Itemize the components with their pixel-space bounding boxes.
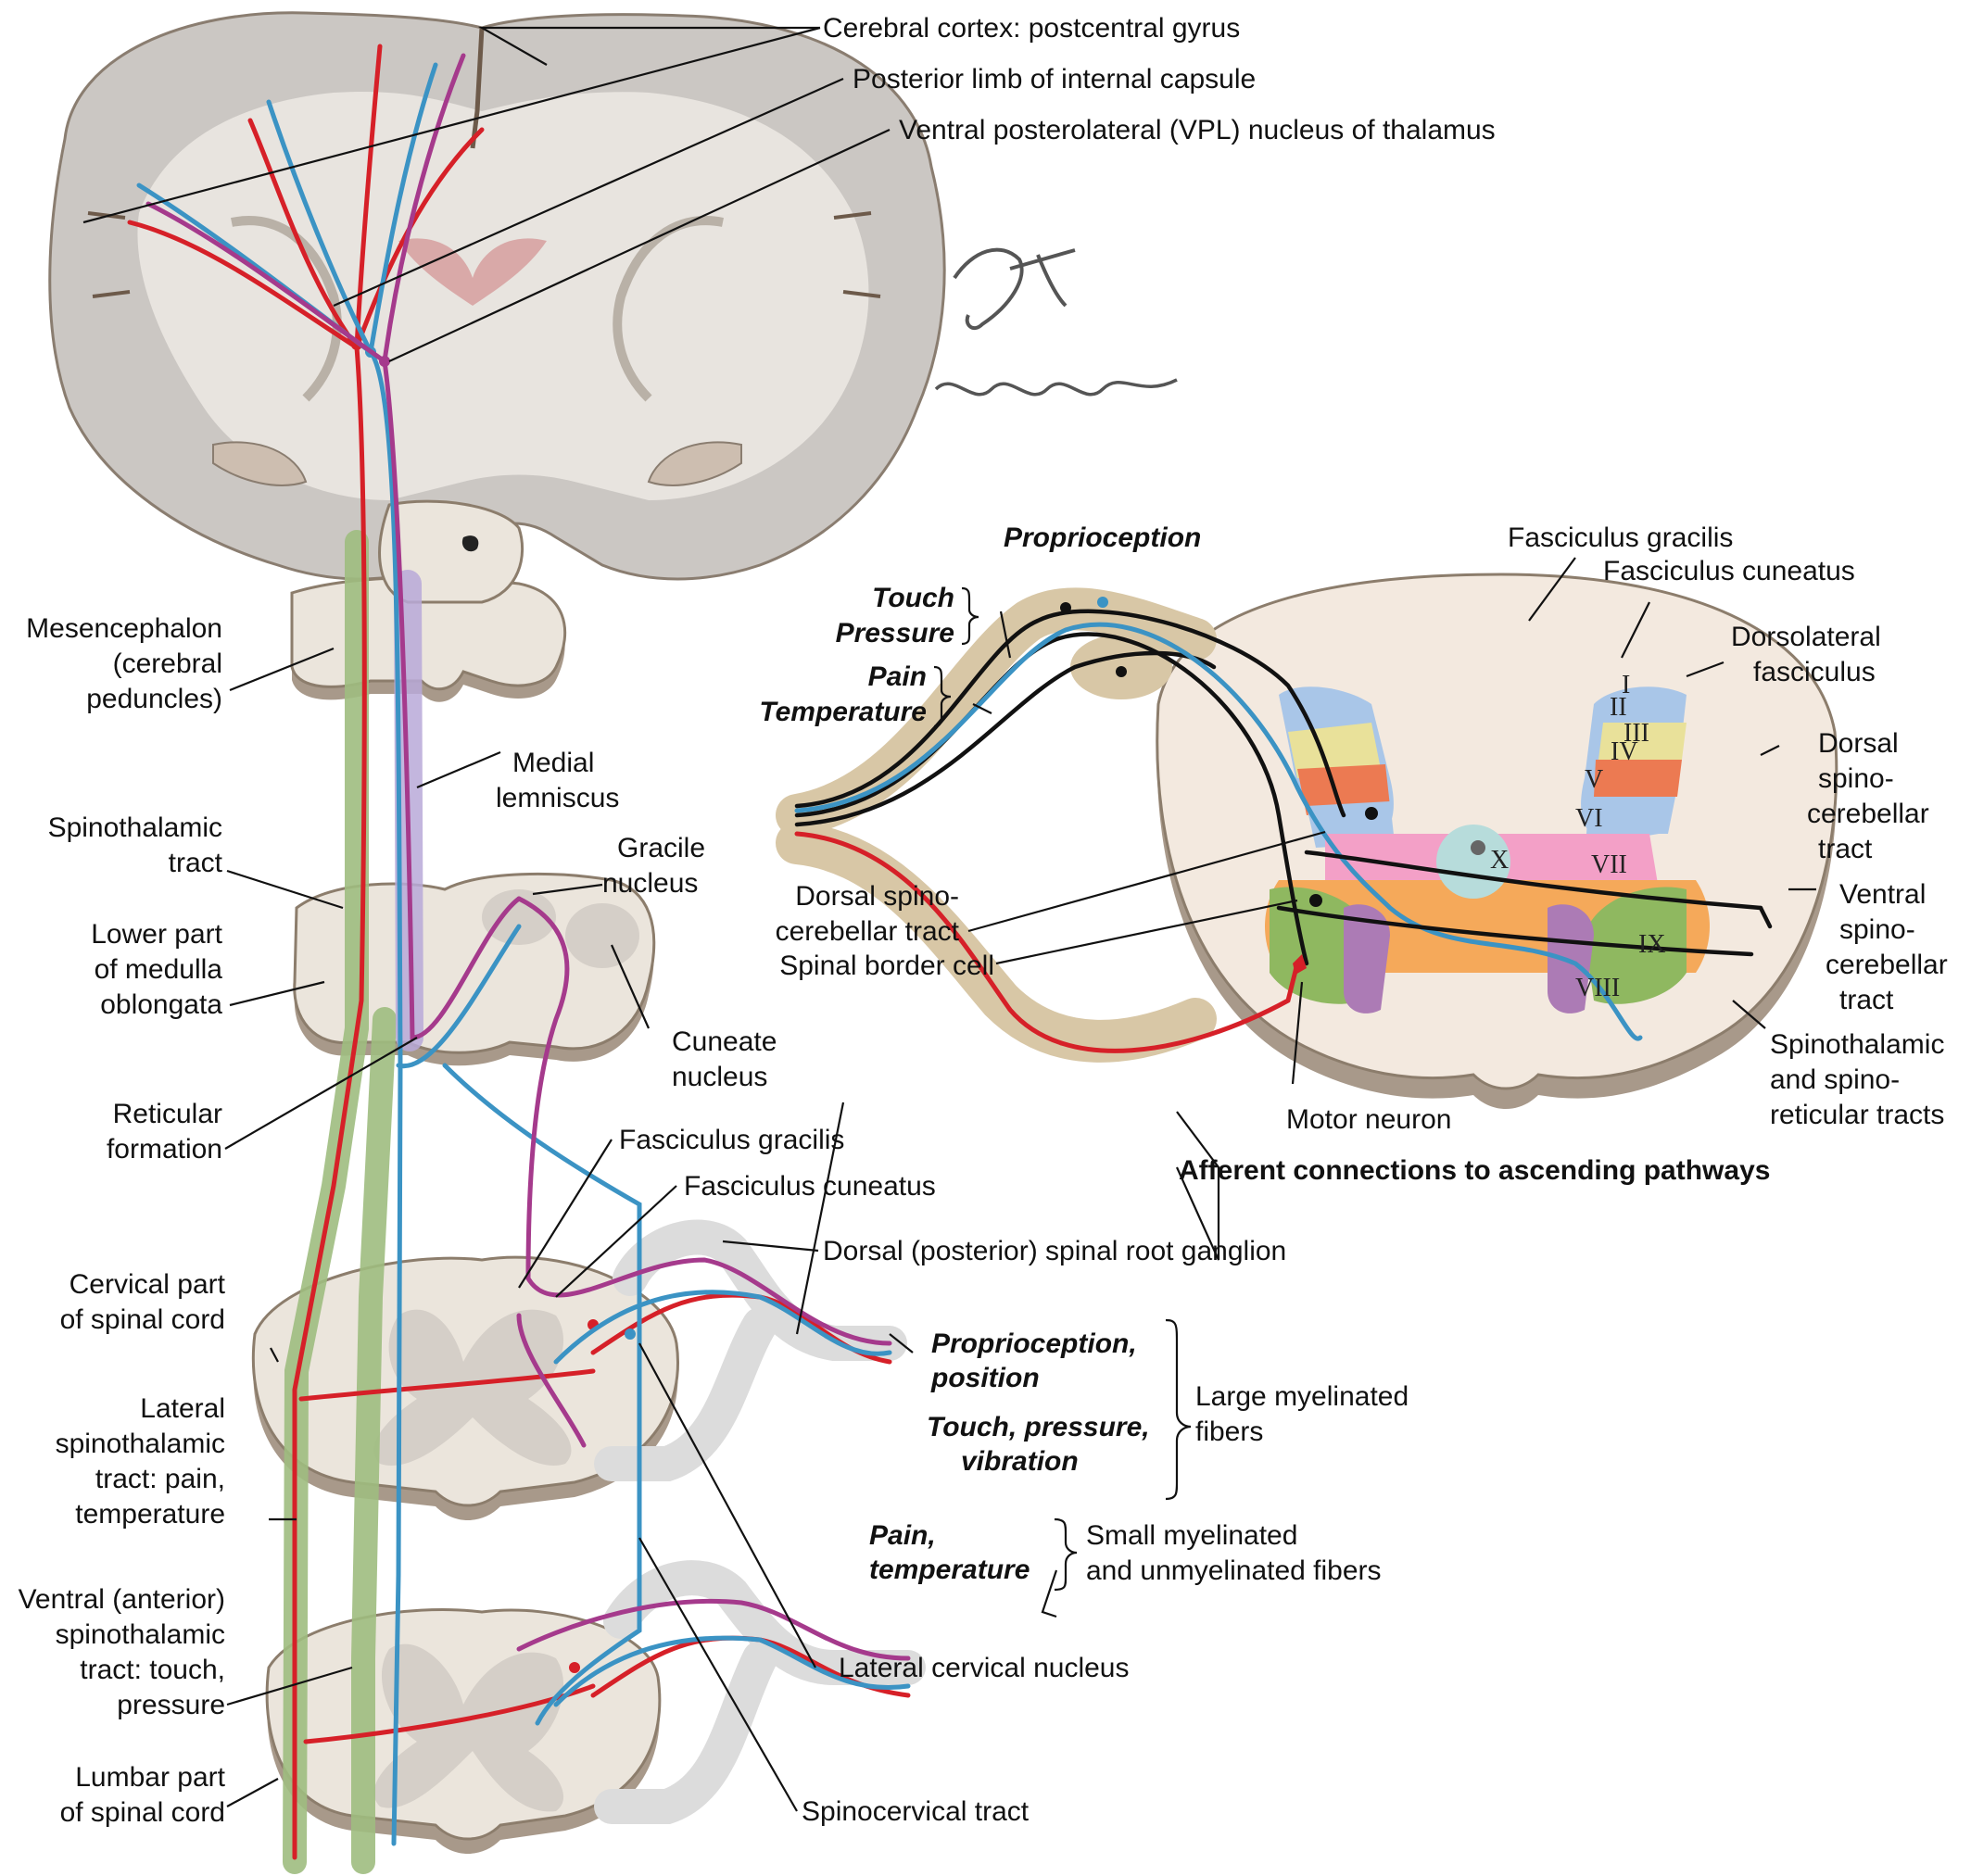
label-lateral-st-1: Lateral: [140, 1393, 225, 1424]
label-mesencephalon-2: (cerebral: [113, 648, 222, 679]
label-gracile-1: Gracile: [617, 833, 705, 863]
lamina-III: III: [1624, 719, 1649, 748]
lamina-V: V: [1585, 765, 1603, 794]
label-medial-lemniscus-2: lemniscus: [496, 783, 619, 813]
label-lumbar-2: of spinal cord: [60, 1797, 225, 1828]
inset-label-proprioception: Proprioception: [1004, 523, 1201, 553]
label-medulla-3: oblongata: [100, 989, 222, 1020]
label-cuneate-1: Cuneate: [672, 1026, 777, 1057]
label-touch-1: Touch, pressure,: [927, 1412, 1150, 1442]
label-proprioception-2: position: [930, 1363, 1040, 1393]
inset-label-spinothalamic-3: reticular tracts: [1770, 1100, 1944, 1130]
label-lateral-st-4: temperature: [75, 1499, 225, 1530]
inset-label-dsct-r-3: cerebellar: [1807, 799, 1929, 829]
inset-label-fasciculus-cuneatus: Fasciculus cuneatus: [1603, 556, 1855, 586]
label-ventral-st-2: spinothalamic: [56, 1619, 225, 1650]
label-cerebral-cortex: Cerebral cortex: postcentral gyrus: [823, 13, 1240, 44]
label-touch-2: vibration: [961, 1446, 1079, 1477]
label-mesencephalon-3: peduncles): [86, 684, 222, 714]
inset-label-vsct-3: cerebellar: [1826, 950, 1948, 980]
label-cervical-1: Cervical part: [69, 1269, 226, 1300]
label-internal-capsule: Posterior limb of internal capsule: [853, 64, 1256, 94]
label-lateral-cervical: Lateral cervical nucleus: [839, 1653, 1130, 1683]
label-small-fibers-1: Small myelinated: [1086, 1520, 1297, 1551]
label-cervical-2: of spinal cord: [60, 1304, 225, 1335]
brain-coronal-section: [48, 11, 946, 581]
inset-label-spinal-border: Spinal border cell: [779, 951, 994, 981]
inset-cross-section: [776, 573, 1838, 1109]
label-vpl-nucleus: Ventral posterolateral (VPL) nucleus of …: [899, 115, 1496, 145]
inset-label-vsct-1: Ventral: [1839, 879, 1926, 910]
label-medial-lemniscus-1: Medial: [512, 748, 594, 778]
label-pain-1: Pain,: [869, 1520, 936, 1551]
label-small-fibers-2: and unmyelinated fibers: [1086, 1555, 1382, 1586]
label-medulla-1: Lower part: [91, 919, 222, 950]
label-medulla-2: of medulla: [95, 954, 223, 985]
inset-label-dorsolateral-1: Dorsolateral: [1731, 622, 1881, 652]
lamina-IX: IX: [1638, 930, 1666, 959]
label-large-fibers-2: fibers: [1195, 1416, 1263, 1447]
label-lumbar-1: Lumbar part: [75, 1762, 225, 1793]
label-drg: Dorsal (posterior) spinal root ganglion: [823, 1236, 1286, 1266]
label-fasciculus-cuneatus: Fasciculus cuneatus: [684, 1171, 936, 1202]
inset-label-dorsolateral-2: fasciculus: [1753, 657, 1876, 687]
lamina-X: X: [1490, 846, 1509, 875]
label-proprioception-1: Proprioception,: [931, 1328, 1137, 1359]
label-cuneate-2: nucleus: [672, 1062, 767, 1092]
leader-lines: [82, 26, 1816, 1812]
inset-label-motor-neuron: Motor neuron: [1286, 1104, 1451, 1135]
label-fasciculus-gracilis: Fasciculus gracilis: [619, 1125, 844, 1155]
inset-label-spinothalamic-1: Spinothalamic: [1770, 1029, 1944, 1060]
label-ventral-st-4: pressure: [117, 1690, 225, 1720]
label-reticular-2: formation: [107, 1134, 222, 1165]
labels: Cerebral cortex: postcentral gyrus Poste…: [19, 13, 1948, 1828]
inset-label-temperature: Temperature: [759, 697, 927, 727]
lamina-IV: IV: [1611, 737, 1638, 766]
label-large-fibers-1: Large myelinated: [1195, 1381, 1409, 1412]
inset-label-pain: Pain: [868, 661, 927, 692]
label-spinothalamic-1: Spinothalamic: [48, 812, 222, 843]
inset-label-vsct-4: tract: [1839, 985, 1894, 1015]
braces: [933, 586, 1192, 1592]
proprioception-pathway: [145, 53, 911, 1661]
lamina-VI: VI: [1575, 804, 1603, 833]
inset-label-dsct-l-2: cerebellar tract: [776, 916, 960, 947]
label-spinocervical: Spinocervical tract: [802, 1796, 1030, 1827]
inset-label-pressure: Pressure: [836, 618, 954, 648]
label-mesencephalon-1: Mesencephalon: [26, 613, 222, 644]
inset-label-dsct-r-2: spino-: [1818, 763, 1894, 794]
label-spinothalamic-2: tract: [169, 848, 223, 878]
inset-caption: Afferent connections to ascending pathwa…: [1179, 1155, 1770, 1186]
inset-label-dsct-r-1: Dorsal: [1818, 728, 1899, 759]
label-ventral-st-1: Ventral (anterior): [19, 1584, 225, 1615]
inset-label-spinothalamic-2: and spino-: [1770, 1064, 1900, 1095]
label-gracile-2: nucleus: [602, 868, 698, 899]
artist-signature: [934, 247, 1178, 397]
inset-label-touch: Touch: [872, 583, 954, 613]
inset-label-fasciculus-gracilis: Fasciculus gracilis: [1508, 523, 1733, 553]
inset-label-dsct-l-1: Dorsal spino-: [795, 881, 959, 912]
inset-label-dsct-r-4: tract: [1818, 834, 1873, 864]
label-ventral-st-3: tract: touch,: [80, 1655, 225, 1685]
inset-label-vsct-2: spino-: [1839, 914, 1915, 945]
label-reticular-1: Reticular: [113, 1099, 222, 1129]
lamina-I: I: [1622, 671, 1630, 699]
label-lateral-st-2: spinothalamic: [56, 1429, 225, 1459]
lamina-II: II: [1610, 693, 1627, 722]
label-lateral-st-3: tract: pain,: [95, 1464, 225, 1494]
label-pain-2: temperature: [869, 1555, 1030, 1585]
lamina-VII: VII: [1591, 850, 1627, 879]
lamina-VIII: VIII: [1575, 974, 1620, 1002]
